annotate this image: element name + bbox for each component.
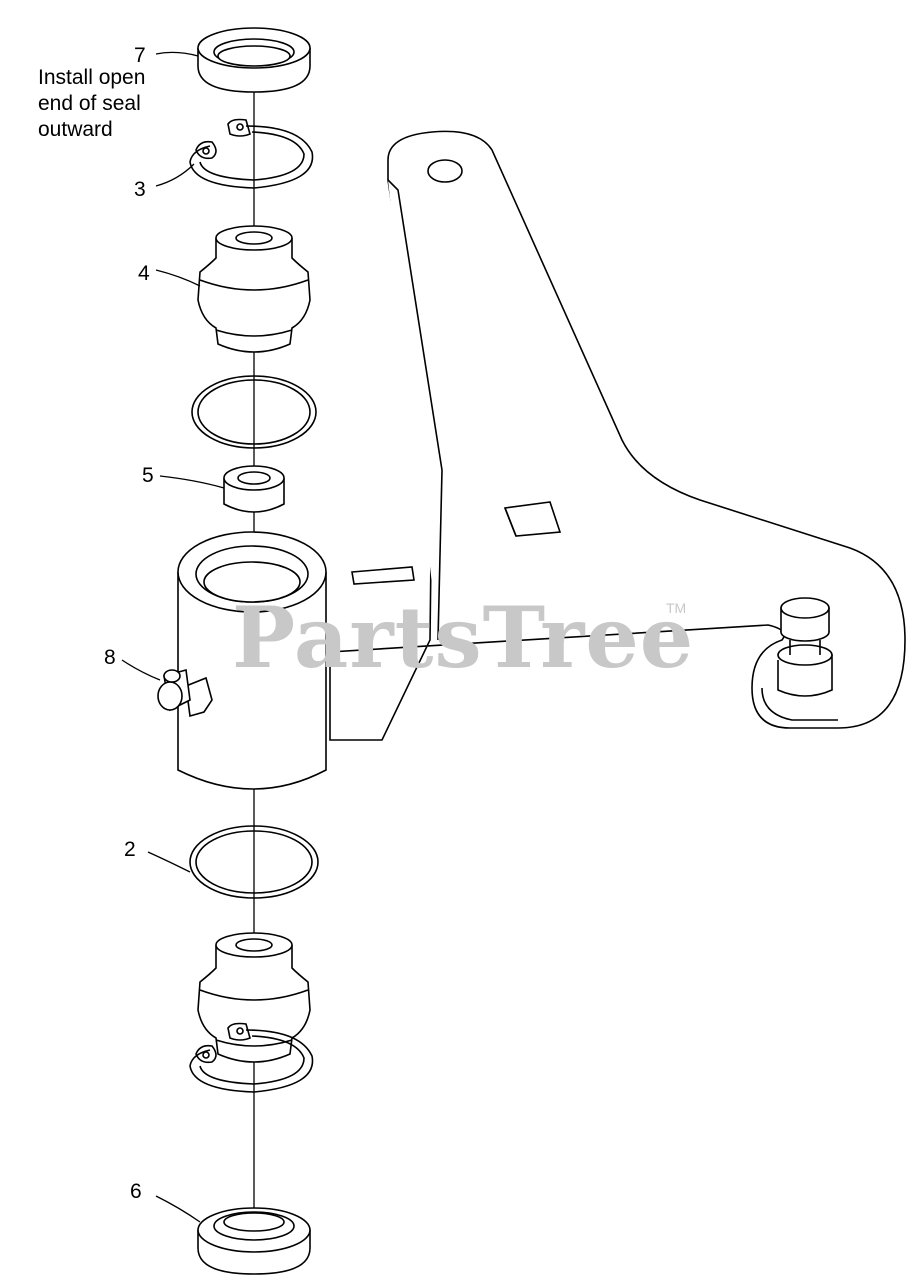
bearing-upper: [197, 225, 311, 353]
o-ring-upper: [191, 375, 317, 449]
seal-top: [197, 27, 311, 93]
o-ring-lower: [189, 825, 319, 899]
callout-3: 3: [134, 178, 146, 201]
callout-5: 5: [142, 464, 154, 487]
seal-bottom: [197, 1207, 311, 1275]
caster-arm: [329, 130, 906, 741]
callout-8: 8: [104, 646, 116, 669]
watermark-trademark: TM: [666, 600, 687, 616]
callout-7: 7: [134, 44, 146, 67]
seal-note-line-3: outward: [38, 118, 113, 141]
retaining-ring-top: [189, 118, 314, 189]
watermark-logo: PartsTree: [232, 588, 695, 687]
callout-2: 2: [124, 838, 136, 861]
bearing-lower: [197, 932, 311, 1063]
seal-note-line-2: end of seal: [38, 92, 141, 115]
grease-fitting: [157, 668, 213, 718]
spacer: [223, 465, 285, 513]
callout-6: 6: [130, 1180, 142, 1203]
retaining-ring-bottom: [189, 1022, 314, 1093]
seal-note-line-1: Install open: [38, 66, 145, 89]
spindle-housing: [177, 531, 327, 790]
callout-4: 4: [138, 262, 150, 285]
leader-lines: [121, 51, 225, 1223]
